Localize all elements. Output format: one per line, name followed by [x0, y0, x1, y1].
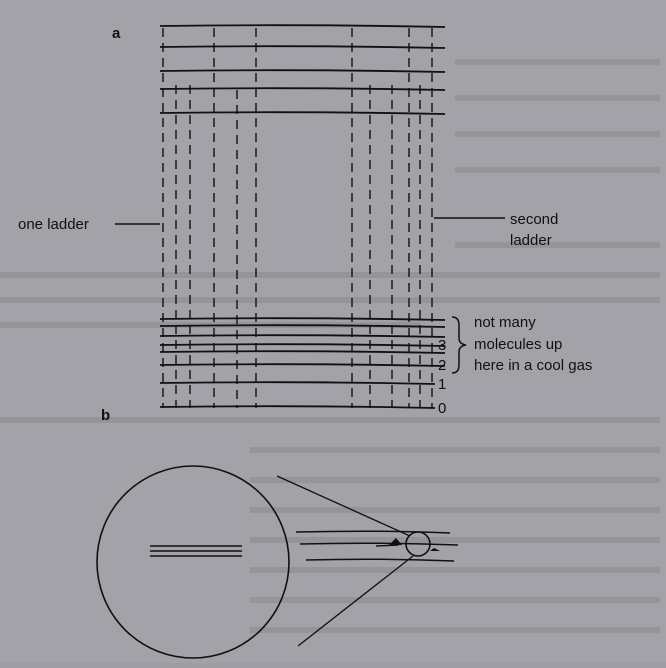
panel-label-b: b [101, 407, 110, 424]
panel-b-levels [159, 317, 446, 409]
small-arrow-mark [430, 548, 440, 551]
level-line [159, 87, 446, 91]
second-ladder-label-line1: second [510, 211, 558, 228]
level-line [159, 324, 446, 328]
level-number-1: 1 [438, 376, 446, 393]
level-number-0: 0 [438, 400, 446, 417]
level-number-2: 2 [438, 357, 446, 374]
level-line [159, 350, 446, 354]
background-texture [0, 59, 660, 633]
magnifier-pointer-line-upper [276, 475, 411, 537]
small-zoom-circle [405, 531, 431, 557]
magnifier-pointer-line-lower [297, 555, 414, 647]
panel-a-levels [159, 24, 446, 115]
magnifier-lens [96, 465, 290, 659]
curly-brace [451, 316, 467, 374]
small-level-lines [295, 530, 459, 562]
level-line [159, 343, 446, 347]
cool-gas-label-line2: molecules up [474, 336, 562, 353]
one-ladder-label: one ladder [18, 216, 89, 233]
cool-gas-label-line3: here in a cool gas [474, 357, 592, 374]
level-number-3: 3 [438, 337, 446, 354]
level-line [159, 363, 446, 367]
zoom-arrow [388, 538, 402, 546]
zoom-arrow-shaft [375, 544, 399, 547]
level-line [159, 24, 446, 28]
level-line [159, 111, 446, 115]
level-line [159, 69, 446, 73]
level-line [159, 334, 446, 338]
level-line [159, 381, 436, 385]
level-line [159, 45, 446, 49]
level-line [159, 405, 436, 409]
cool-gas-label-line1: not many [474, 314, 536, 331]
magnifier-inset [96, 465, 459, 659]
second-ladder-label-line2: ladder [510, 232, 552, 249]
level-line [159, 317, 446, 321]
magnified-lines [150, 545, 242, 557]
panel-label-a: a [112, 25, 121, 42]
